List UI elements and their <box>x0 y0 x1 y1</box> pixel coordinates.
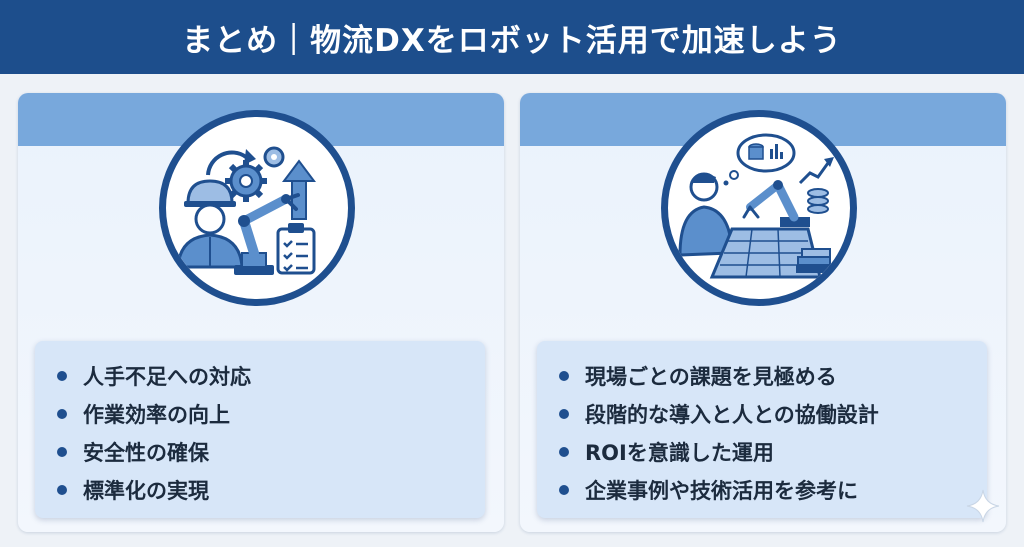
list-item: 人手不足への対応 <box>57 357 485 395</box>
bullet-icon <box>57 485 67 495</box>
panel-left: 人手不足への対応 作業効率の向上 安全性の確保 標準化の実現 <box>18 93 504 532</box>
header-bar: まとめ｜物流DXをロボット活用で加速しよう <box>0 0 1024 74</box>
list-item: 企業事例や技術活用を参考に <box>559 471 987 509</box>
bullet-icon <box>559 485 569 495</box>
panel-right: 現場ごとの課題を見極める 段階的な導入と人との協働設計 ROIを意識した運用 企… <box>520 93 1006 532</box>
page-title: まとめ｜物流DXをロボット活用で加速しよう <box>182 22 842 59</box>
bullet-icon <box>559 409 569 419</box>
bullet-icon <box>57 447 67 457</box>
panel-left-list: 人手不足への対応 作業効率の向上 安全性の確保 標準化の実現 <box>35 341 485 518</box>
list-item: ROIを意識した運用 <box>559 433 987 471</box>
worker-robot-arm-icon <box>159 110 355 306</box>
list-item: 作業効率の向上 <box>57 395 485 433</box>
list-item: 標準化の実現 <box>57 471 485 509</box>
planner-robot-arm-icon <box>661 110 857 306</box>
bullet-icon <box>57 409 67 419</box>
bullet-icon <box>57 371 67 381</box>
list-item: 現場ごとの課題を見極める <box>559 357 987 395</box>
panel-right-list: 現場ごとの課題を見極める 段階的な導入と人との協働設計 ROIを意識した運用 企… <box>537 341 987 518</box>
list-item: 段階的な導入と人との協働設計 <box>559 395 987 433</box>
list-item: 安全性の確保 <box>57 433 485 471</box>
bullet-icon <box>559 371 569 381</box>
sparkle-icon <box>966 489 1000 523</box>
bullet-icon <box>559 447 569 457</box>
